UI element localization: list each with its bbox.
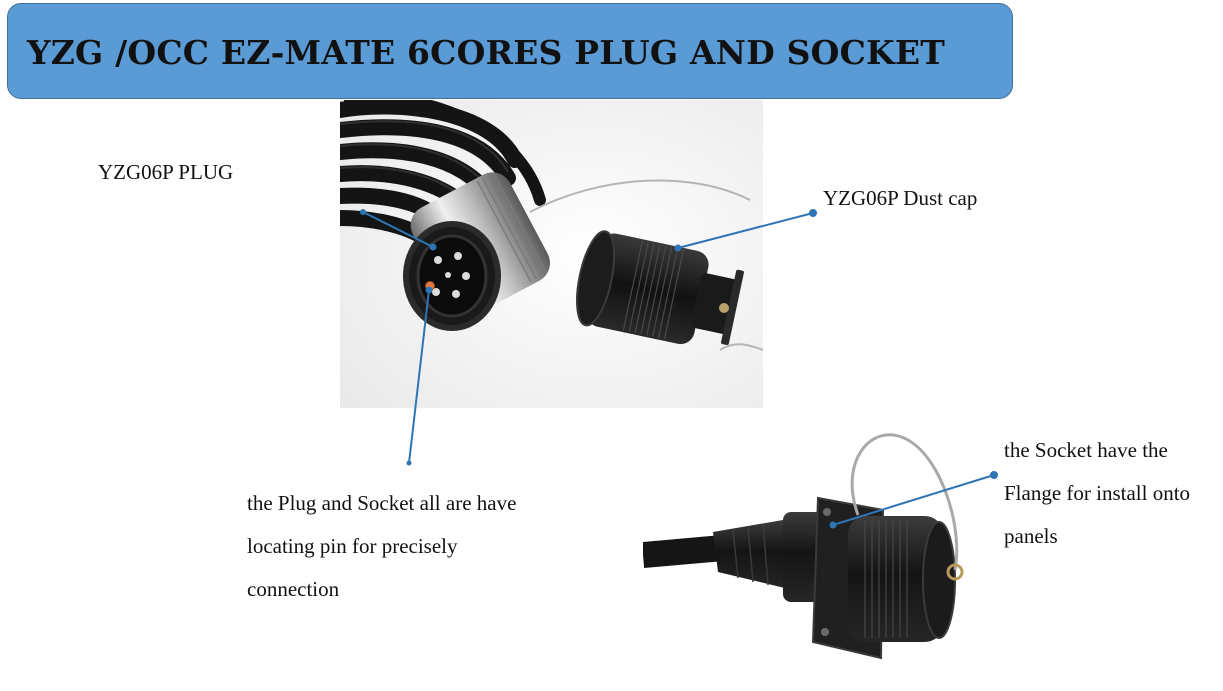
flange-line-3: panels: [1004, 524, 1058, 548]
flange-line-2: Flange for install onto: [1004, 481, 1191, 505]
plug-label: YZG06P PLUG: [98, 160, 234, 184]
page-title: YZG /OCC EZ-MATE 6CORES PLUG AND SOCKET: [27, 33, 946, 72]
flange-line-1: the Socket have the: [1004, 438, 1168, 462]
locating-pin-line-1: the Plug and Socket all are have: [247, 491, 517, 515]
locating-pin-line-2: locating pin for precisely: [247, 534, 458, 558]
title-banner: YZG /OCC EZ-MATE 6CORES PLUG AND SOCKET: [7, 3, 1013, 99]
plug-and-dust-cap-photo: [340, 100, 763, 408]
dust-cap-label: YZG06P Dust cap: [823, 186, 978, 210]
locating-pin-line-3: connection: [247, 577, 340, 601]
socket-with-flange-photo: [643, 420, 973, 682]
